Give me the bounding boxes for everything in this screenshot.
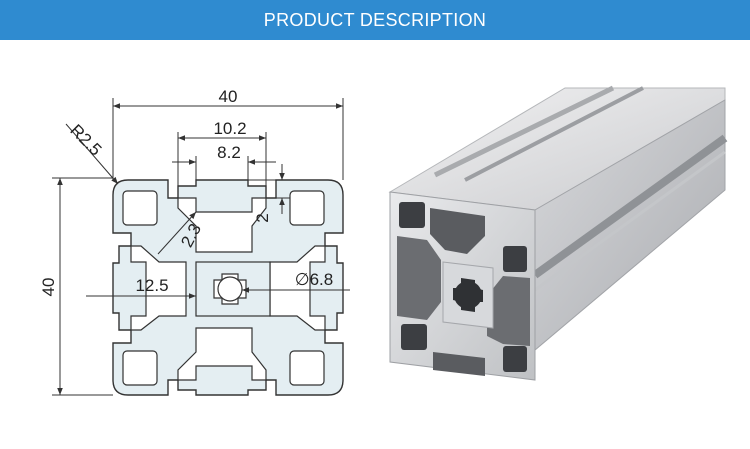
dim-slot-opening-label: 8.2 [217, 143, 241, 162]
header-banner: PRODUCT DESCRIPTION [0, 0, 750, 40]
dim-corner-radius-label: R2.5 [66, 121, 105, 160]
dim-bore-label: ∅6.8 [295, 270, 333, 289]
slot-cavity-left [130, 245, 187, 331]
dim-height-label: 40 [39, 278, 58, 297]
dim-slot-width-label: 10.2 [213, 119, 246, 138]
dim-slot-depth-label: 2 [253, 213, 272, 222]
extrusion-body [388, 85, 728, 381]
banner-title: PRODUCT DESCRIPTION [263, 9, 487, 30]
corner-pocket-br [289, 350, 325, 386]
dim-width-label: 40 [219, 87, 238, 106]
slot-cavity-bottom [177, 327, 267, 381]
profile-3d-render [388, 85, 728, 381]
slot-cavity-right [269, 245, 326, 331]
profile-technical-drawing: 40 40 10.2 8.2 R2.5 2.3 2 12.5 ∅6.8 [39, 87, 350, 396]
dim-offset-label: 12.5 [135, 276, 168, 295]
corner-pocket-tr [289, 190, 325, 226]
corner-pocket-tl [122, 190, 158, 226]
corner-pocket-bl [122, 350, 158, 386]
